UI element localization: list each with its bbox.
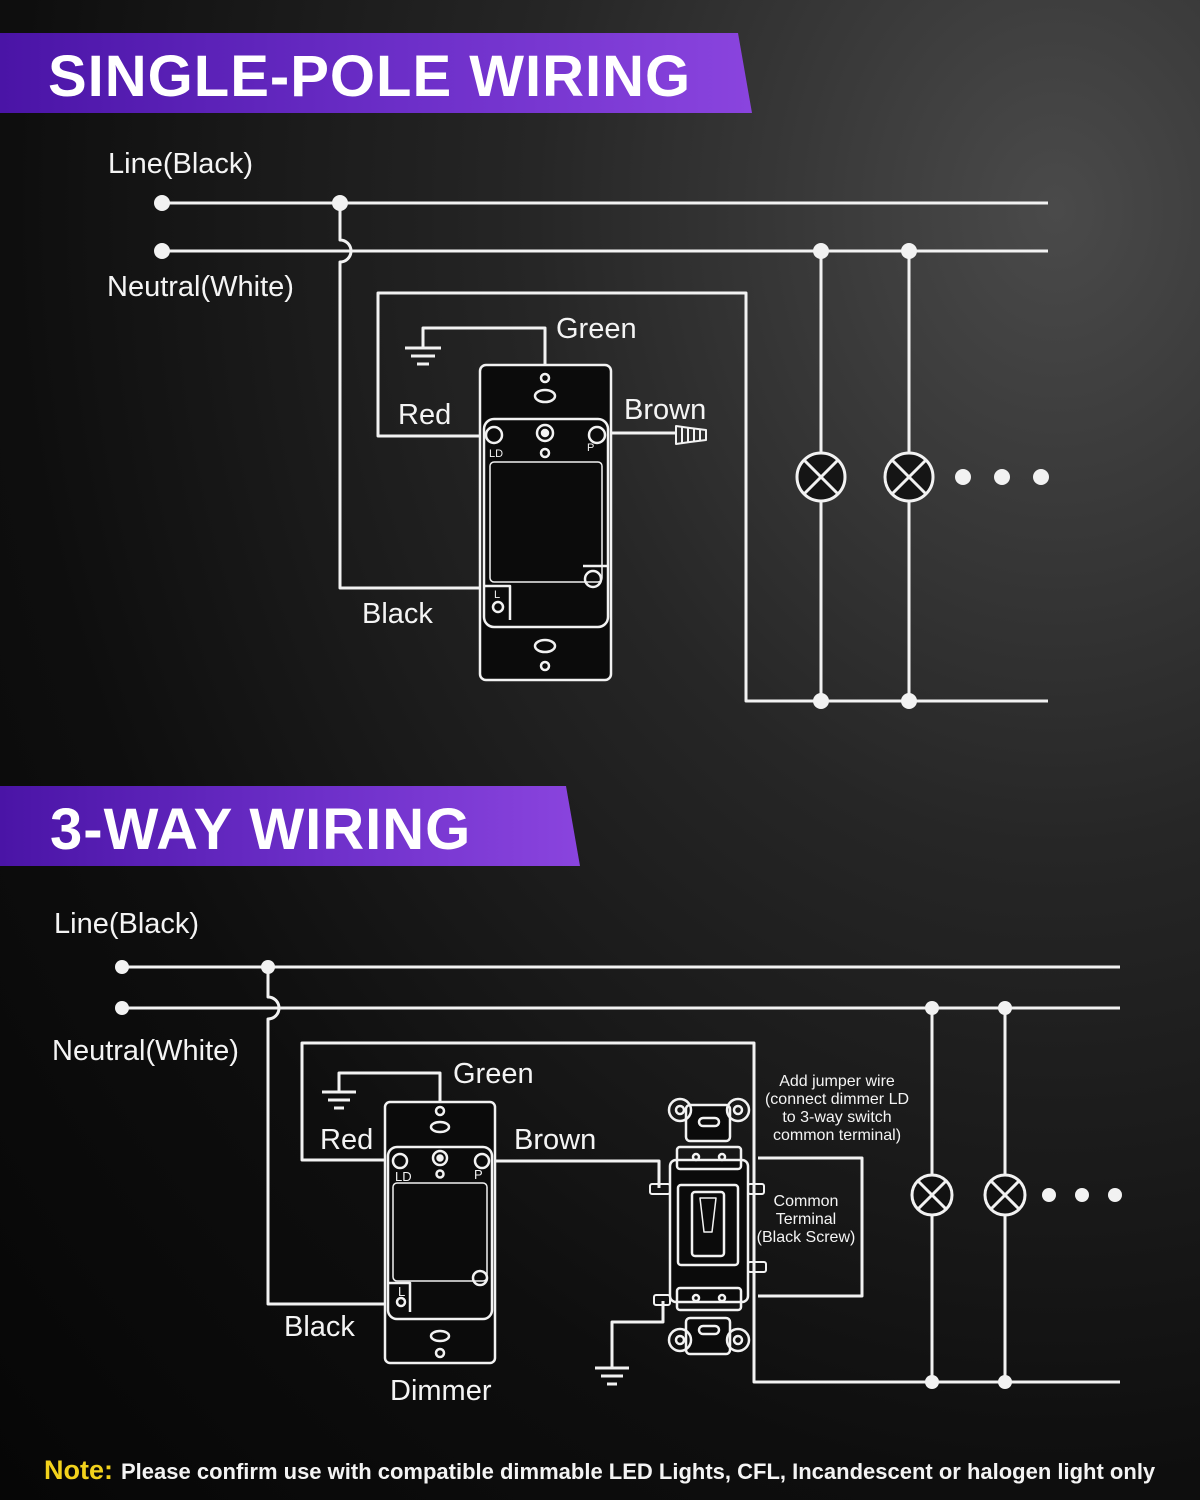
three-way-title: 3-WAY WIRING <box>50 797 472 862</box>
l-mark: L <box>494 589 500 601</box>
three-way-ground-wire <box>610 1301 665 1368</box>
single-pole-diagram <box>154 195 1049 709</box>
wire-nut-icon <box>675 425 707 445</box>
light-bulb-icon <box>910 1173 954 1217</box>
red-wire <box>376 291 1048 703</box>
brown-label: Brown <box>514 1124 597 1156</box>
p-mark: P <box>587 442 594 454</box>
single-pole-banner: SINGLE-POLE WIRING <box>0 33 752 113</box>
dimmer-switch-icon <box>383 1100 497 1365</box>
brown-wire <box>482 1159 661 1188</box>
green-wire <box>337 1071 442 1110</box>
ground-icon <box>322 1090 356 1110</box>
dimmer-switch-icon <box>478 363 613 682</box>
terminal-marks: LD P L LD P L <box>395 442 594 1299</box>
light-bulb-icon <box>795 451 847 503</box>
ld-mark: LD <box>395 1169 412 1184</box>
green-wire <box>421 326 547 378</box>
junction-dots <box>154 195 1049 709</box>
three-way-banner: 3-WAY WIRING <box>0 786 580 866</box>
line-label: Line(Black) <box>108 148 254 180</box>
red-wire <box>300 1041 1120 1384</box>
single-pole-title: SINGLE-POLE WIRING <box>48 44 692 109</box>
note-label: Note: <box>44 1455 113 1485</box>
ground-icon <box>595 1366 629 1386</box>
jumper-note: Add jumper wire (connect dimmer LD to 3-… <box>764 1073 910 1144</box>
light-bulb-icon <box>883 451 935 503</box>
black-label: Black <box>284 1311 355 1343</box>
brown-label: Brown <box>624 394 707 426</box>
red-label: Red <box>398 399 452 431</box>
black-wire <box>266 967 388 1306</box>
red-label: Red <box>320 1124 374 1156</box>
neutral-label: Neutral(White) <box>107 271 294 303</box>
p-mark: P <box>474 1167 483 1182</box>
ground-icon <box>405 346 441 366</box>
line-label: Line(Black) <box>54 908 200 940</box>
black-label: Black <box>362 598 433 630</box>
common-terminal-label: Common Terminal (Black Screw) <box>756 1193 856 1246</box>
three-way-switch-icon <box>649 1097 767 1356</box>
footer-note: Note: Please confirm use with compatible … <box>44 1455 1155 1486</box>
light-bulb-icon <box>983 1173 1027 1217</box>
l-mark: L <box>398 1284 405 1299</box>
note-text: Please confirm use with compatible dimma… <box>121 1459 1156 1484</box>
neutral-label: Neutral(White) <box>52 1035 239 1067</box>
jumper-wire <box>758 1156 864 1298</box>
green-label: Green <box>453 1058 534 1090</box>
green-label: Green <box>556 313 637 345</box>
three-way-diagram <box>115 960 1122 1389</box>
dimmer-label: Dimmer <box>390 1375 492 1407</box>
black-wire <box>338 203 480 590</box>
junction-dots <box>115 960 1122 1389</box>
ld-mark: LD <box>489 448 503 460</box>
